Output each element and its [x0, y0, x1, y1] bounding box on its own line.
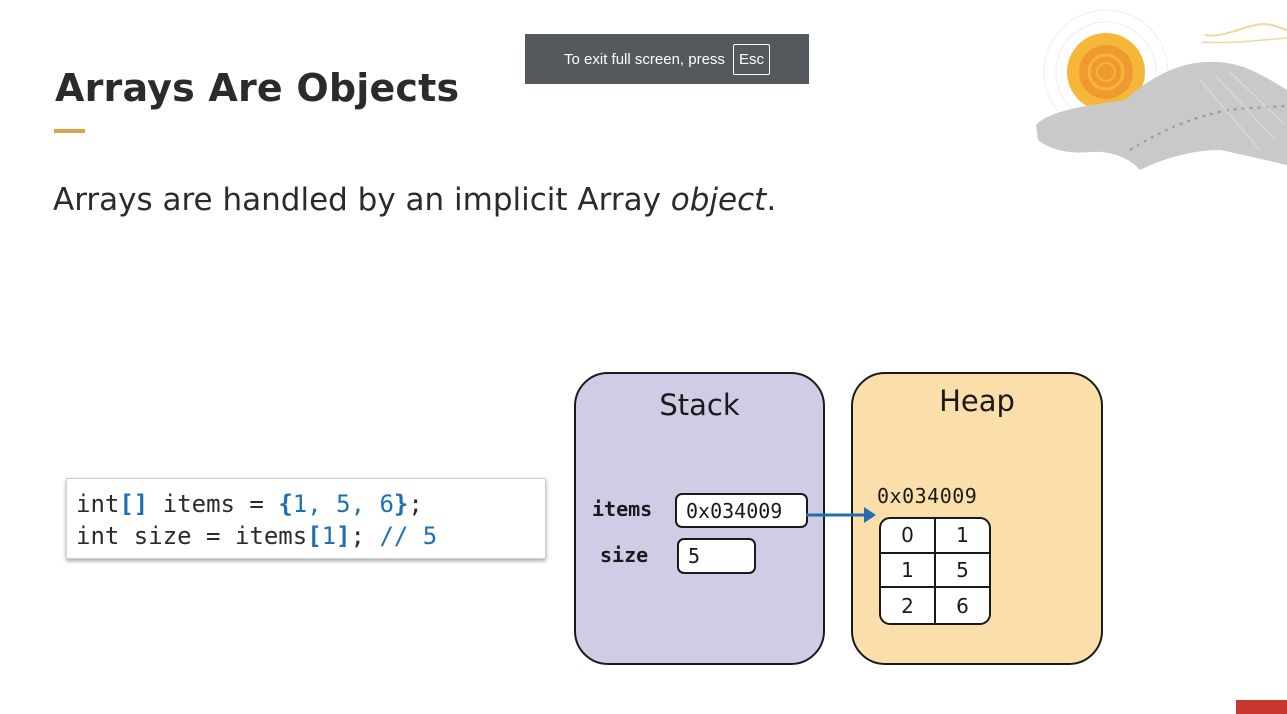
- stack-var-items-label: items: [592, 497, 653, 521]
- subtitle-emphasis: object: [670, 182, 767, 218]
- array-value: 1: [956, 523, 969, 548]
- code-close-bracket: ]: [336, 522, 351, 550]
- code-line-1: int[] items = {1, 5, 6};: [76, 490, 423, 518]
- array-index: 1: [881, 553, 936, 587]
- array-value: 6: [956, 593, 969, 618]
- title-accent-bar: [54, 129, 85, 133]
- array-index: 0: [881, 519, 936, 552]
- code-size-decl: int size = items: [76, 522, 308, 550]
- code-keyword-int: int: [76, 490, 120, 518]
- heap-title: Heap: [939, 384, 1015, 418]
- slide-title: Arrays Are Objects: [55, 66, 460, 110]
- code-comment: // 5: [379, 522, 438, 550]
- corner-brand-mark: [1236, 700, 1287, 714]
- code-semicolon: ;: [408, 490, 423, 518]
- code-open-brace: {: [278, 490, 293, 518]
- subtitle-period: .: [766, 182, 777, 218]
- esc-key-badge: Esc: [732, 43, 770, 75]
- fullscreen-notice-text: To exit full screen, press: [564, 50, 725, 68]
- subtitle-text: Arrays are handled by an implicit Array: [53, 182, 671, 218]
- array-row: 0 1: [881, 519, 989, 554]
- code-semicolon-2: ;: [350, 522, 380, 550]
- code-index: 1: [321, 522, 337, 550]
- code-array-values: 1, 5, 6: [292, 490, 394, 518]
- decorative-sun-landscape-illustration: [1036, 9, 1287, 170]
- code-snippet: int[] items = {1, 5, 6}; int size = item…: [66, 478, 546, 559]
- stack-title: Stack: [659, 388, 740, 422]
- fullscreen-exit-notice: To exit full screen, press Esc: [525, 34, 809, 84]
- stack-var-size-label: size: [600, 543, 649, 567]
- code-items-decl: items =: [148, 490, 279, 518]
- slide-subtitle: Arrays are handled by an implicit Array …: [53, 182, 776, 218]
- code-array-brackets: []: [119, 490, 149, 518]
- heap-address-label: 0x034009: [877, 484, 978, 508]
- array-row: 1 5: [881, 553, 989, 589]
- reference-arrow: [806, 507, 876, 523]
- array-index: 2: [881, 588, 936, 623]
- code-open-bracket: [: [307, 522, 322, 550]
- code-close-brace: }: [393, 490, 409, 518]
- code-line-2: int size = items[1]; // 5: [76, 522, 437, 550]
- stack-var-items-value: 0x034009: [675, 493, 808, 528]
- array-row: 2 6: [881, 588, 989, 623]
- heap-array-table: 0 1 1 5 2 6: [879, 517, 991, 625]
- stack-var-size-value: 5: [677, 538, 756, 574]
- array-value: 5: [956, 557, 969, 582]
